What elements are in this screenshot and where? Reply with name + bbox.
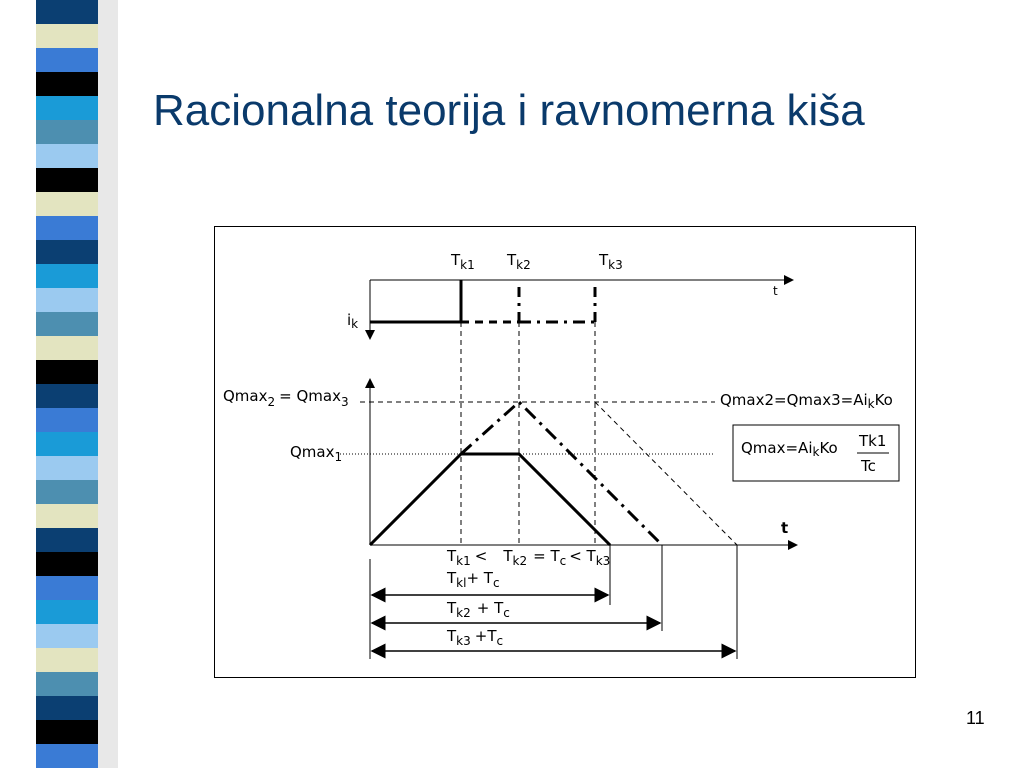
strip-band (36, 72, 98, 97)
strip-band (36, 576, 98, 601)
strip-band (36, 168, 98, 193)
label-qmax23: Qmax2= Qmax3 (223, 387, 349, 409)
label-dur3: Tk3+Tc (446, 627, 503, 648)
strip-band (36, 192, 98, 217)
hydrograph-1 (368, 452, 612, 547)
label-compare: Tk1<Tk2= Tc< Tk3 (446, 547, 610, 568)
strip-band (36, 552, 98, 577)
strip-band (36, 600, 98, 625)
strip-band (36, 48, 98, 73)
label-box-den: Tc (860, 457, 876, 475)
label-box-formula: Qmax=AikKo (741, 439, 838, 459)
label-ik: ik (347, 311, 358, 331)
hydrograph-2 (459, 399, 664, 547)
strip-band (36, 696, 98, 721)
strip-band (36, 432, 98, 457)
strip-band (36, 0, 98, 25)
strip-band (36, 648, 98, 673)
diagram-svg: Tk1 Tk2 Tk3 t ik Qmax2= Qmax3 Qmax1 Qmax… (223, 251, 900, 659)
strip-band (36, 528, 98, 553)
label-top-t: t (773, 284, 778, 298)
strip-band (36, 384, 98, 409)
label-dur2: Tk2+ Tc (446, 599, 510, 620)
strip-band (36, 744, 98, 768)
label-tk1: Tk1 (450, 251, 475, 272)
strip-band (36, 672, 98, 697)
strip-pattern (36, 0, 118, 768)
slide-title: Racionalna teorija i ravnomerna kiša (153, 86, 865, 135)
label-dur1: Tkl+ Tc (446, 569, 500, 590)
hydrograph-3 (594, 401, 738, 546)
label-box-num: Tk1 (858, 432, 886, 450)
strip-band (36, 288, 98, 313)
strip-band (36, 312, 98, 337)
strip-band (36, 264, 98, 289)
decorative-side-strip (0, 0, 118, 768)
strip-band (36, 408, 98, 433)
strip-band (36, 216, 98, 241)
label-tk3: Tk3 (598, 251, 623, 272)
hydrograph-diagram: Tk1 Tk2 Tk3 t ik Qmax2= Qmax3 Qmax1 Qmax… (214, 226, 916, 678)
strip-band (36, 240, 98, 265)
strip-band (36, 456, 98, 481)
label-qmax-formula: Qmax2=Qmax3=AikKo (720, 391, 893, 411)
page-number: 11 (966, 708, 985, 728)
strip-band (36, 24, 98, 49)
strip-band (36, 504, 98, 529)
label-bottom-t: t (781, 519, 788, 537)
strip-band (36, 360, 98, 385)
strip-shadow (98, 0, 118, 768)
strip-band (36, 336, 98, 361)
strip-band (36, 624, 98, 649)
label-tk2: Tk2 (506, 251, 531, 272)
label-qmax1: Qmax1 (290, 443, 342, 464)
strip-band (36, 720, 98, 745)
strip-band (36, 480, 98, 505)
strip-band (36, 120, 98, 145)
strip-band (36, 144, 98, 169)
strip-band (36, 96, 98, 121)
